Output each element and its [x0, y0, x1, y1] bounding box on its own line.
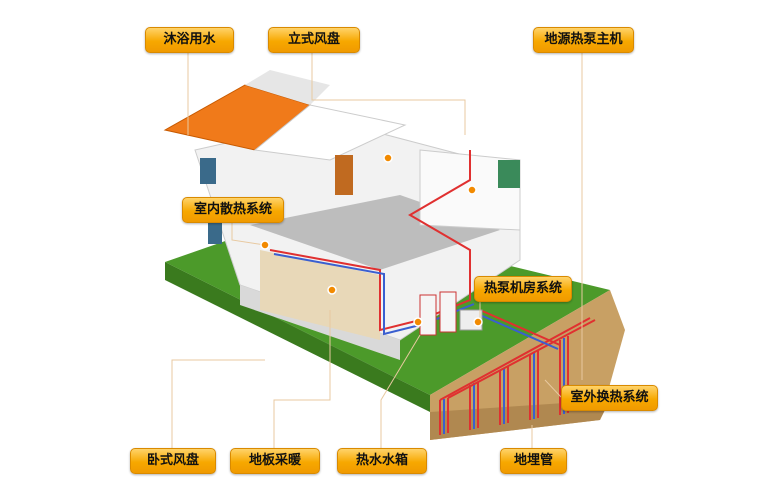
- label-outdoor-heat-exchange: 室外换热系统: [561, 385, 658, 411]
- label-bath-water: 沐浴用水: [145, 27, 234, 53]
- label-ground-source-heat-pump: 地源热泵主机: [533, 27, 634, 53]
- label-heat-pump-room: 热泵机房系统: [474, 276, 572, 302]
- label-horizontal-fan-coil: 卧式风盘: [130, 448, 216, 474]
- label-indoor-heat-dissipation: 室内散热系统: [182, 197, 284, 223]
- marker-dots: [260, 153, 483, 327]
- label-hot-water-tank: 热水水箱: [337, 448, 427, 474]
- label-buried-pipe: 地埋管: [500, 448, 567, 474]
- leader-lines: [171, 52, 583, 448]
- label-floor-heating: 地板采暖: [230, 448, 320, 474]
- hot-water-tank: [419, 294, 437, 336]
- label-vertical-fan-coil: 立式风盘: [268, 27, 360, 53]
- buried-pipes: [439, 317, 596, 435]
